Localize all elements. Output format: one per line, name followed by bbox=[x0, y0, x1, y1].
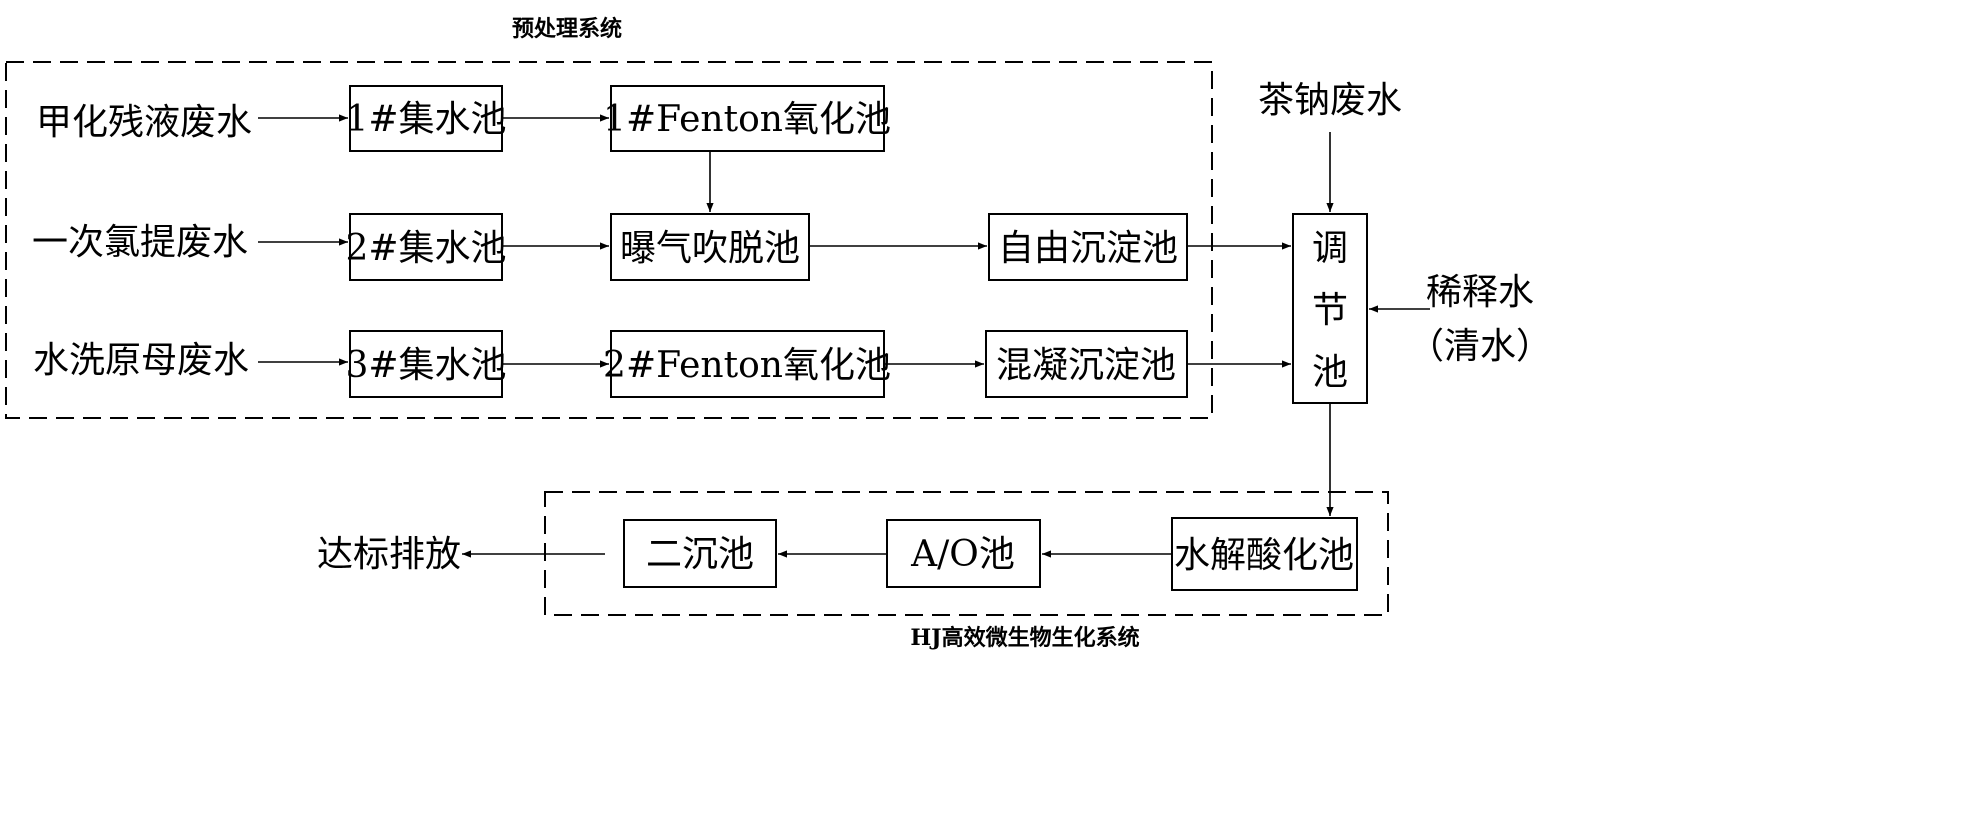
hydrolysis-acidification-tank-label: 水解酸化池 bbox=[1174, 535, 1354, 576]
wastewater-treatment-flow-diagram: 预处理系统 HJ高效微生物生化系统 甲化残液废水 一次氯提废水 水洗原母废水 1… bbox=[5, 16, 1552, 651]
free-settling-tank-box bbox=[988, 213, 1188, 281]
aeration-stripping-tank-label: 曝气吹脱池 bbox=[620, 228, 800, 269]
collection-tank-1-label: 1#集水池 bbox=[345, 99, 506, 140]
pretreatment-system-group bbox=[5, 61, 1213, 419]
collection-tank-2-box bbox=[349, 213, 503, 281]
fenton-oxidation-tank-1-box bbox=[610, 85, 885, 152]
secondary-clarifier-label: 二沉池 bbox=[646, 534, 754, 575]
biochemical-system-title: HJ高效微生物生化系统 bbox=[910, 625, 1139, 651]
free-settling-tank-label: 自由沉淀池 bbox=[998, 228, 1178, 269]
regulating-tank-label: 调 bbox=[1312, 228, 1348, 269]
fenton-oxidation-tank-2-box bbox=[610, 330, 885, 398]
collection-tank-3-box bbox=[349, 330, 503, 398]
secondary-clarifier-box bbox=[623, 519, 777, 588]
ao-tank-label: A/O池 bbox=[910, 534, 1015, 575]
aeration-stripping-tank-box bbox=[610, 213, 810, 281]
regulating-tank-label: 池 bbox=[1312, 352, 1348, 393]
collection-tank-2-label: 2#集水池 bbox=[345, 228, 506, 269]
regulating-tank-label: 节 bbox=[1312, 290, 1348, 331]
collection-tank-3-label: 3#集水池 bbox=[345, 345, 506, 386]
dilution-water-label: 稀释水 bbox=[1426, 272, 1534, 313]
fenton-oxidation-tank-2-label: 2#Fenton氧化池 bbox=[603, 345, 891, 386]
influent-label: 水洗原母废水 bbox=[33, 340, 249, 381]
dilution-water-note: （清水） bbox=[1408, 326, 1552, 367]
naphthol-sodium-wastewater-label: 茶钠废水 bbox=[1258, 80, 1402, 121]
ao-tank-box bbox=[886, 519, 1041, 588]
pretreatment-system-title: 预处理系统 bbox=[512, 16, 622, 42]
coagulation-settling-tank-label: 混凝沉淀池 bbox=[996, 345, 1176, 386]
discharge-label: 达标排放 bbox=[317, 534, 461, 575]
regulating-tank-box bbox=[1292, 213, 1368, 404]
influent-label: 一次氯提废水 bbox=[32, 222, 248, 263]
influent-label: 甲化残液废水 bbox=[36, 102, 252, 143]
fenton-oxidation-tank-1-label: 1#Fenton氧化池 bbox=[603, 99, 891, 140]
